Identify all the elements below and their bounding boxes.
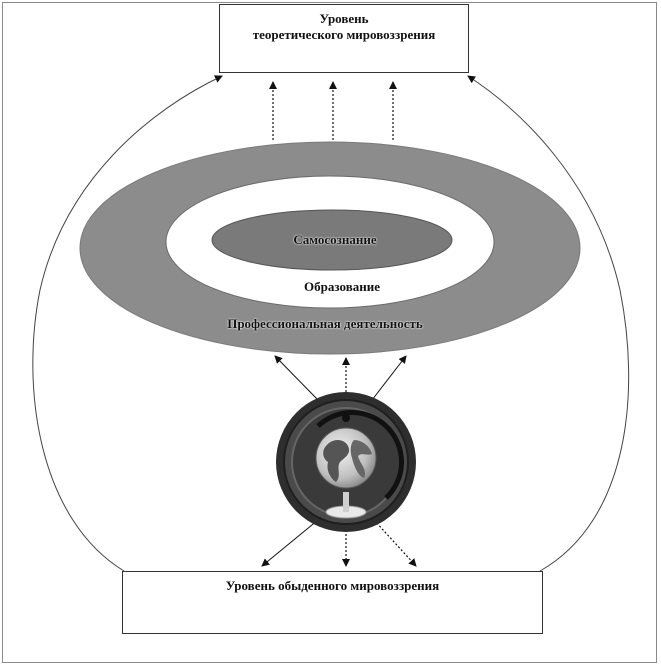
inner-core-self-awareness	[211, 209, 453, 271]
globe-to-ring-arrow-left	[274, 355, 319, 401]
right-curve-arrow	[467, 75, 630, 572]
globe-icon	[276, 392, 416, 532]
theoretical-worldview-line2: теоретического мировоззрения	[252, 27, 436, 42]
left-curve-arrow	[32, 75, 223, 572]
everyday-worldview-label: Уровень обыденного мировоззрения	[225, 578, 440, 593]
globe-to-ring-arrow-right	[371, 355, 407, 401]
everyday-worldview-box: Уровень обыденного мировоззрения	[122, 571, 543, 634]
globe-to-bottom-arrow-left	[261, 519, 319, 567]
globe-to-bottom-arrow-right	[373, 519, 417, 567]
professional-activity-label: Профессиональная деятельность	[227, 316, 423, 331]
theoretical-worldview-line1: Уровень	[319, 11, 369, 26]
theoretical-worldview-box: Уровень теоретического мировоззрения	[219, 4, 469, 73]
education-label: Образование	[304, 279, 380, 294]
self-awareness-label: Самосознание	[293, 232, 377, 247]
